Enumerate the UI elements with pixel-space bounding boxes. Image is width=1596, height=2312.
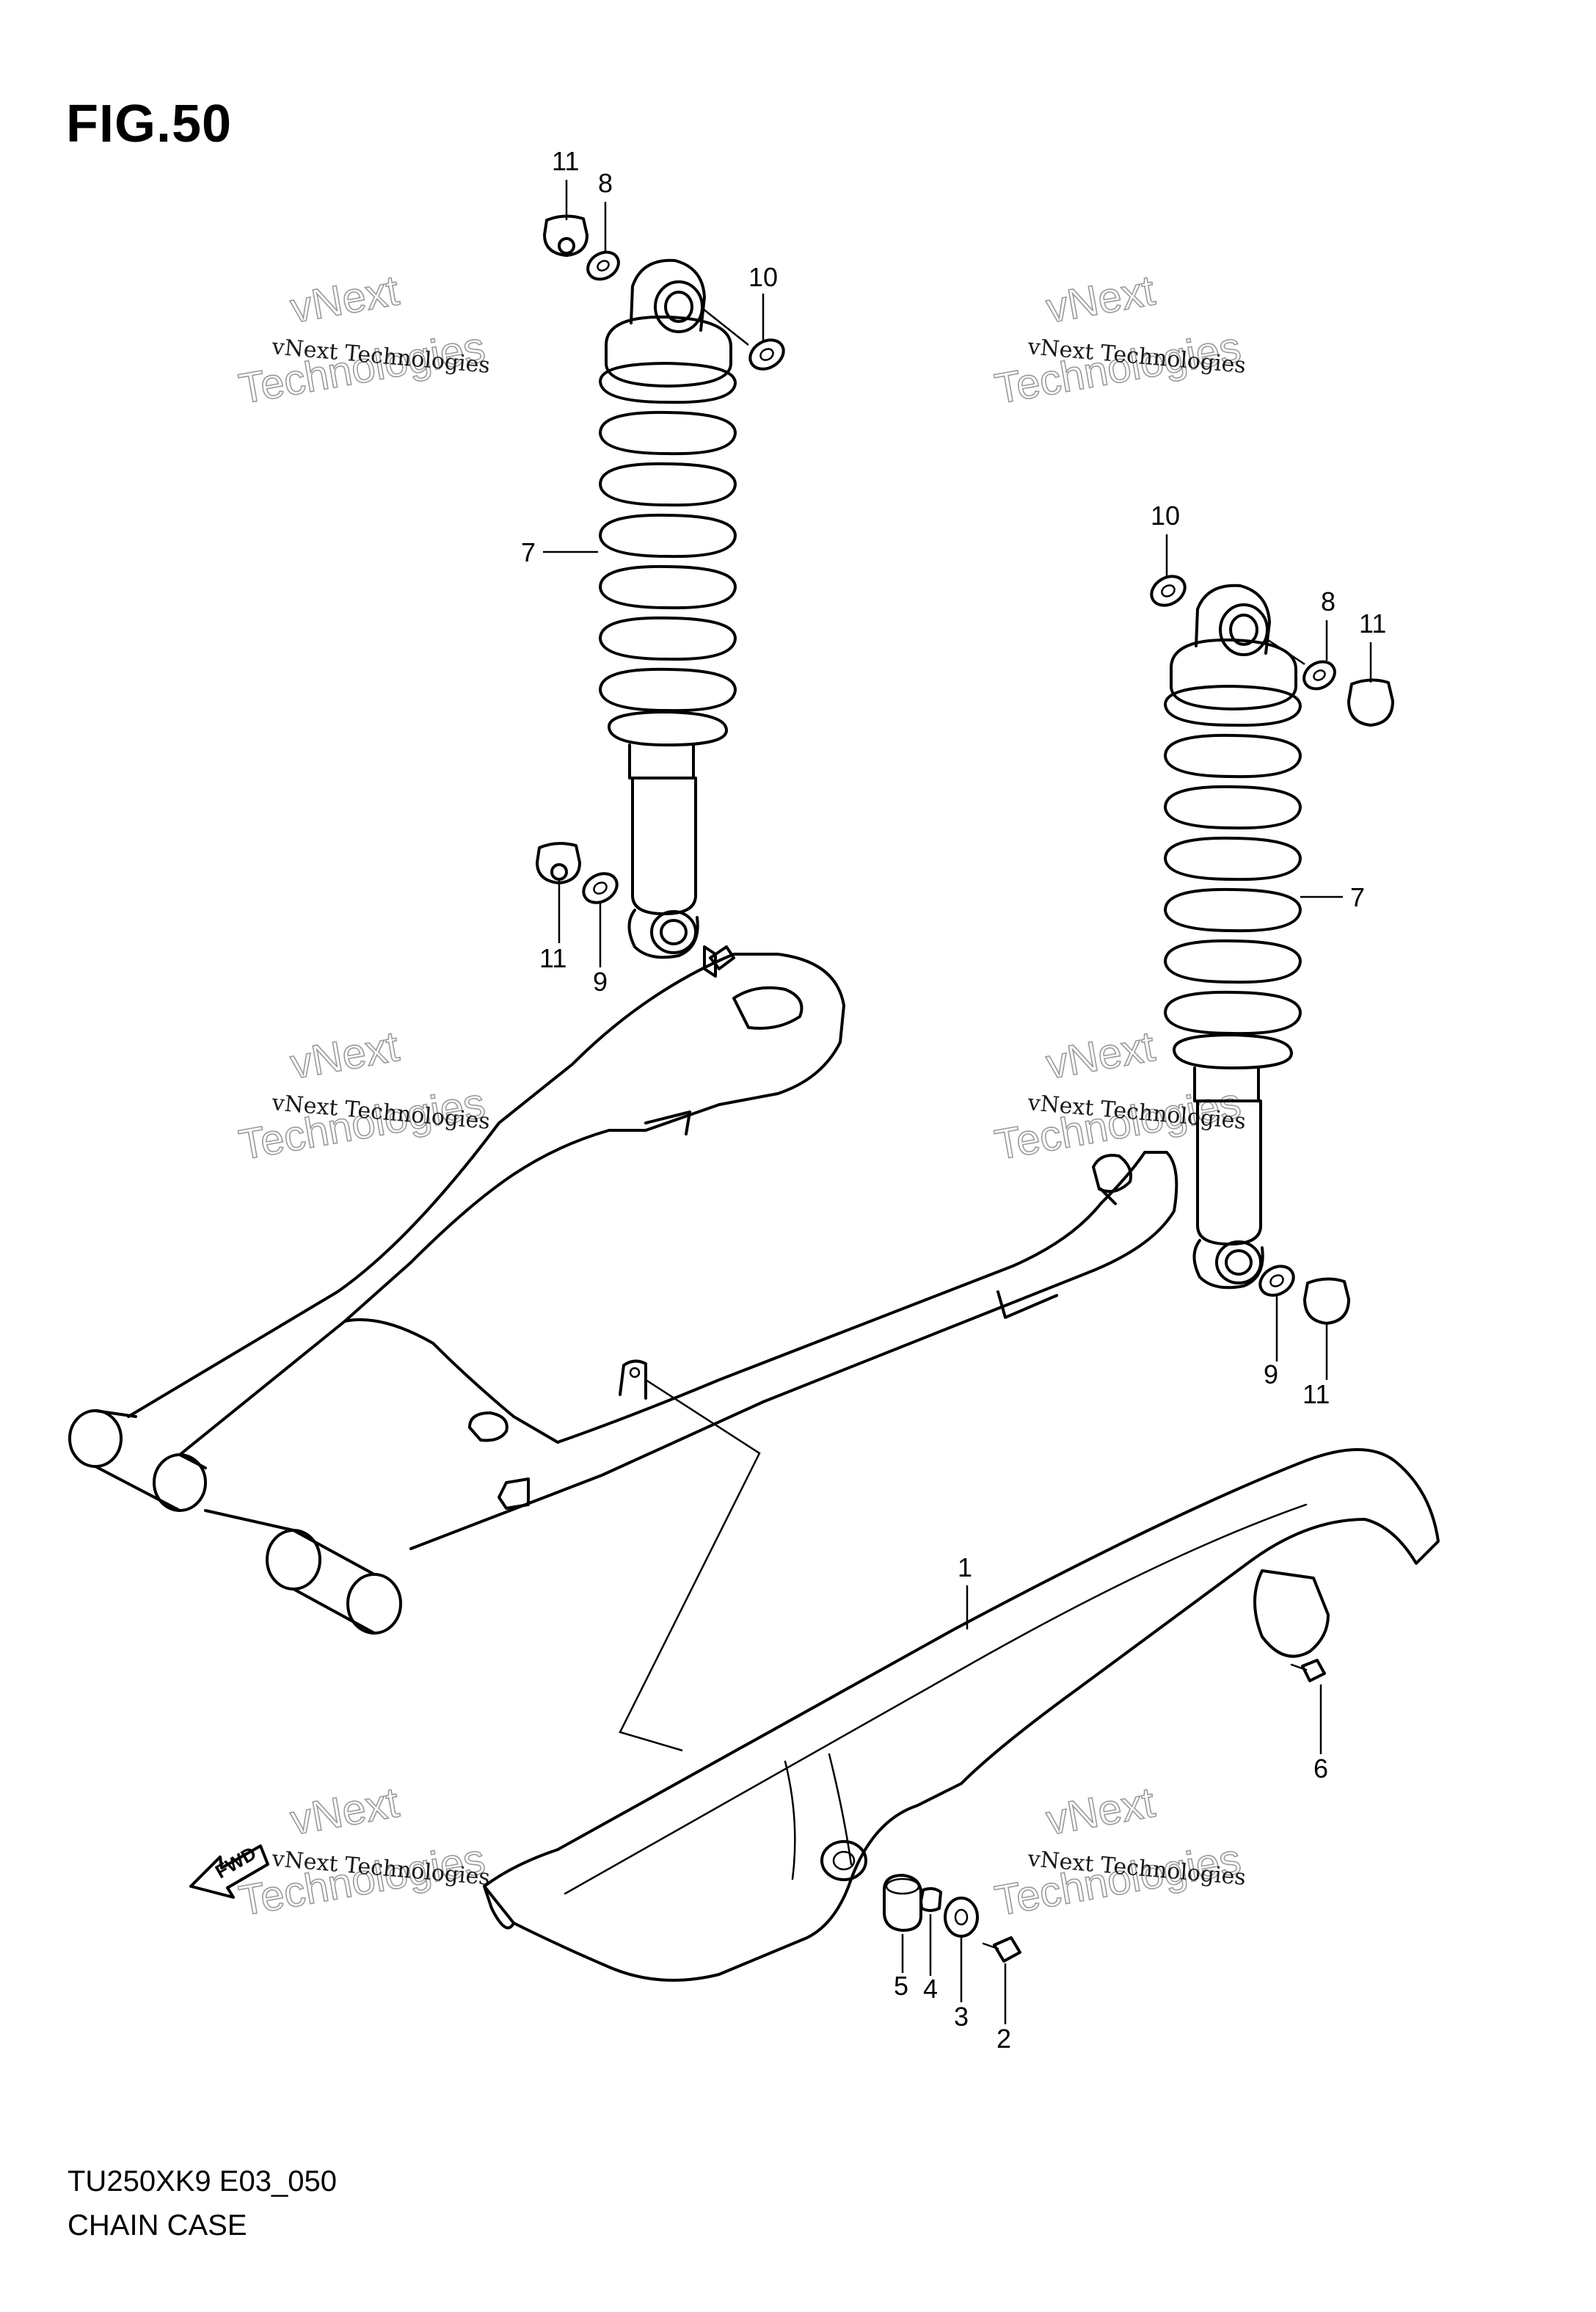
svg-text:5: 5 [894,1971,908,2001]
callout-6: 6 [1313,1684,1328,1784]
svg-text:8: 8 [598,168,613,198]
callout-7-left: 7 [521,537,598,567]
watermark-top-left: Technologies vNext vNext Technologies [235,266,491,413]
watermark-bottom-right: Technologies vNext vNext Technologies [991,1778,1247,1925]
collar-5 [883,1874,922,1932]
callout-2: 2 [996,1963,1011,2054]
right-bottom-washer-9 [1258,1265,1295,1297]
callout-5: 5 [894,1934,908,2001]
svg-text:4: 4 [923,1974,938,2004]
watermark-middle-left: Technologies vNext vNext Technologies [235,1022,491,1169]
callout-8-left: 8 [598,168,613,253]
svg-text:3: 3 [954,2002,969,2032]
model-code: TU250XK9 E03_050 [68,2165,337,2198]
right-top-cap-nut-11 [1347,678,1394,727]
svg-text:vNext: vNext [287,266,402,332]
callout-11-right-bottom: 11 [1302,1325,1330,1409]
callout-4: 4 [923,1914,938,2004]
svg-text:7: 7 [1350,882,1365,912]
svg-text:vNext: vNext [287,1778,402,1844]
svg-text:11: 11 [552,146,579,176]
callout-9-right: 9 [1264,1295,1278,1389]
callout-10-right: 10 [1151,501,1180,576]
svg-text:10: 10 [1151,501,1180,531]
bolt-6 [1290,1659,1326,1682]
callout-11-right-top: 11 [1359,608,1386,683]
callout-10-left: 10 [748,262,778,341]
svg-text:9: 9 [593,967,608,997]
callout-1: 1 [958,1552,972,1629]
right-bottom-cap-nut-11 [1303,1277,1350,1325]
svg-text:vNext: vNext [1043,1778,1158,1844]
bushing-4 [919,1887,942,1912]
figure-title: FIG.50 [66,95,233,153]
washer-3 [944,1897,979,1938]
svg-text:10: 10 [748,262,778,292]
left-top-washer-8 [586,250,620,281]
svg-text:7: 7 [521,537,536,567]
callout-11-left-top: 11 [552,146,579,220]
callout-8-right: 8 [1321,586,1336,661]
left-bottom-cap-nut-11 [536,842,581,884]
svg-text:11: 11 [1359,608,1386,639]
chain-case [483,1448,1440,1982]
svg-text:11: 11 [1302,1379,1330,1409]
svg-text:11: 11 [539,943,566,973]
svg-text:6: 6 [1313,1753,1328,1784]
svg-text:2: 2 [996,2024,1011,2054]
watermark-bottom-left: Technologies vNext vNext Technologies [235,1778,491,1925]
svg-text:vNext: vNext [287,1022,402,1088]
right-spring [1164,685,1302,1069]
svg-text:1: 1 [958,1552,972,1582]
watermark-top-right: Technologies vNext vNext Technologies [991,266,1247,413]
callout-7-right: 7 [1300,882,1365,912]
swing-arm [68,945,1178,1635]
callout-11-left-bottom: 11 [539,881,566,973]
left-top-washer-10 [702,308,785,371]
callout-9-left: 9 [593,901,608,997]
figure-caption: CHAIN CASE [68,2209,247,2242]
svg-text:9: 9 [1264,1359,1278,1389]
svg-text:vNext: vNext [1043,266,1158,332]
watermark-middle-right: Technologies vNext vNext Technologies [991,1022,1247,1169]
right-shock-absorber [1164,584,1302,1290]
left-top-cap-nut-11 [543,214,589,257]
bolt-2 [982,1936,1021,1963]
svg-text:vNext: vNext [1043,1022,1158,1088]
right-top-washer-10 [1150,575,1187,607]
bracket-leader [619,1378,761,1752]
left-spring [599,362,737,746]
callout-3: 3 [954,1938,969,2032]
left-shock-absorber [599,258,737,959]
svg-text:8: 8 [1321,586,1336,617]
right-top-washer-8 [1265,637,1336,691]
left-bottom-washer-9 [582,872,619,904]
